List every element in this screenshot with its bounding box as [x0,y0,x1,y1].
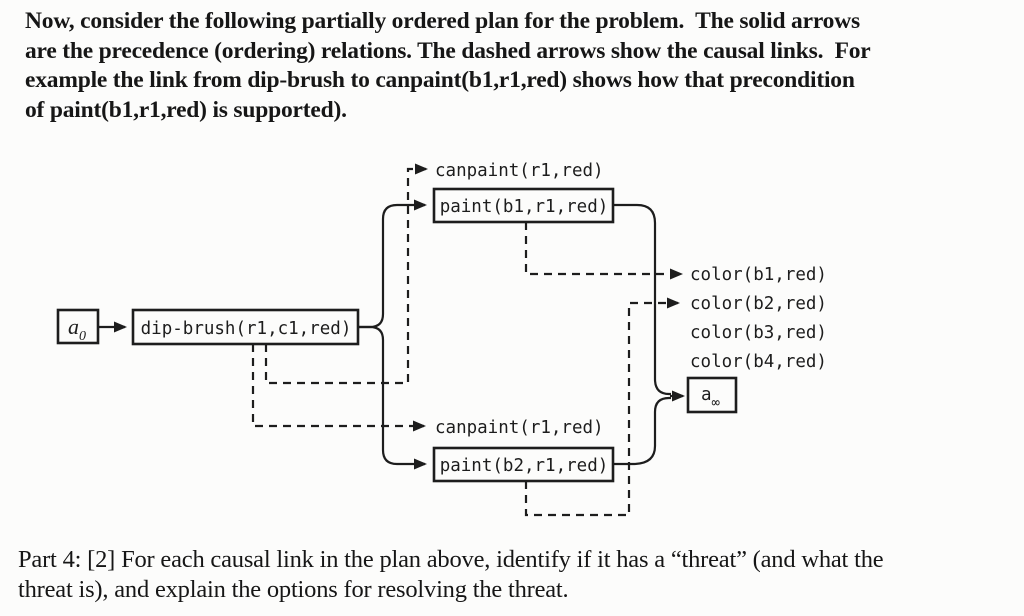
literal-color-b3: color(b3,red) [690,323,827,343]
intro-line-3: example the link from dip-brush to canpa… [25,67,855,93]
intro-line-4: of paint(b1,r1,red) is supported). [25,96,347,123]
node-dipbrush-label: dip-brush(r1,c1,red) [141,319,352,339]
literal-canpaint-bottom: canpaint(r1,red) [435,418,604,438]
node-paintb2-box [432,446,615,483]
literal-canpaint-top: canpaint(r1,red) [435,161,604,181]
node-a0-label: a0 [68,314,86,344]
node-paintb1-box [432,187,615,224]
node-paintb1-label: paint(b1,r1,red) [440,197,609,217]
causal-link-paintb1-to-color-b1 [524,222,683,280]
node-dipbrush-box [131,308,360,346]
node-ainf-box [686,376,738,414]
literal-color-b2: color(b2,red) [690,294,827,314]
literal-color-b1: color(b1,red) [690,265,827,285]
literal-color-b4: color(b4,red) [690,352,827,372]
intro-paragraph: Now, consider the following partially or… [25,7,1015,125]
part4-line-2: threat is), and explain the options for … [18,576,569,603]
precedence-edge-dipbrush-to-paintb1 [358,199,427,329]
part4-question: Part 4: [2] For each causal link in the … [18,545,1018,605]
precedence-edge-paintb2-to-merge [613,396,671,466]
causal-link-dipbrush-to-canpaint-top [264,163,428,385]
precedence-edge-paintb1-to-merge [613,203,671,396]
part4-line-1: Part 4: [2] For each causal link in the … [18,546,884,573]
node-a0-box [56,308,100,345]
plan-diagram: a0 dip-brush(r1,c1,red) paint(b1,r1,red)… [56,161,827,517]
node-paintb2-label: paint(b2,r1,red) [440,456,609,476]
causal-link-dipbrush-to-canpaint-bottom [251,344,426,432]
precedence-edge-dipbrush-to-paintb2 [358,325,427,470]
intro-line-1: Now, consider the following partially or… [25,8,860,34]
node-ainf-label: a∞ [701,385,721,411]
causal-link-paintb2-to-color-b2 [524,297,680,517]
intro-line-2: are the precedence (ordering) relations.… [25,37,871,64]
